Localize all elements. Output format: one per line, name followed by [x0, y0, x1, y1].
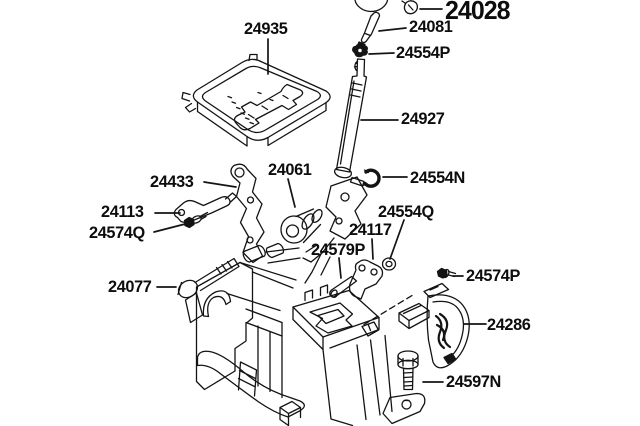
part-label-24433: 24433: [150, 172, 194, 191]
leader-24117: [371, 238, 374, 260]
part-24927-drawing: [333, 58, 368, 187]
part-label-24554N: 24554N: [410, 168, 465, 187]
shift-lever-mechanism-drawing: [242, 176, 368, 284]
part-label-24574Q: 24574Q: [89, 223, 145, 242]
leader-24554P: [368, 52, 395, 55]
leader-24554Q: [389, 219, 405, 260]
part-label-24579P: 24579P: [311, 240, 365, 259]
part-24554N-drawing: [362, 168, 381, 188]
part-label-24028: 24028: [445, 0, 511, 25]
part-24433-drawing: [230, 163, 265, 264]
leader-24081: [378, 27, 407, 32]
part-label-24574P: 24574P: [466, 266, 520, 285]
part-label-24061: 24061: [268, 160, 312, 179]
part-24574P-drawing: [436, 267, 457, 279]
part-label-24077: 24077: [108, 277, 152, 296]
part-label-24286: 24286: [487, 315, 531, 334]
part-24935-drawing: [181, 53, 331, 147]
part-label-24554Q: 24554Q: [378, 202, 434, 221]
part-label-24935: 24935: [244, 19, 288, 38]
part-label-24927: 24927: [401, 109, 445, 128]
part-24061-drawing: [280, 208, 323, 244]
part-24597N-drawing: [397, 350, 419, 391]
part-24574Q-drawing: [183, 211, 209, 229]
part-24077-drawing: [177, 257, 240, 299]
part-24286-drawing: [398, 282, 470, 369]
part-24117-drawing: [348, 259, 384, 300]
part-24579P-drawing: [329, 275, 358, 298]
part-24028-drawing: [401, 0, 419, 15]
leader-24061: [287, 178, 296, 208]
leader-24433: [203, 181, 237, 188]
leader-24574Q: [153, 222, 190, 233]
part-label-24081: 24081: [409, 17, 453, 36]
base-bracket-drawing: [184, 261, 426, 426]
shift-knob-drawing: [354, 0, 389, 13]
part-label-24597N: 24597N: [446, 372, 501, 391]
part-label-24113: 24113: [101, 202, 144, 221]
part-24113-drawing: [173, 192, 238, 223]
part-24554Q-drawing: [381, 257, 397, 271]
part-label-24117: 24117: [349, 220, 392, 239]
leader-24579P: [338, 257, 342, 279]
part-label-24554P: 24554P: [396, 43, 450, 62]
leader-lines: [153, 8, 487, 383]
